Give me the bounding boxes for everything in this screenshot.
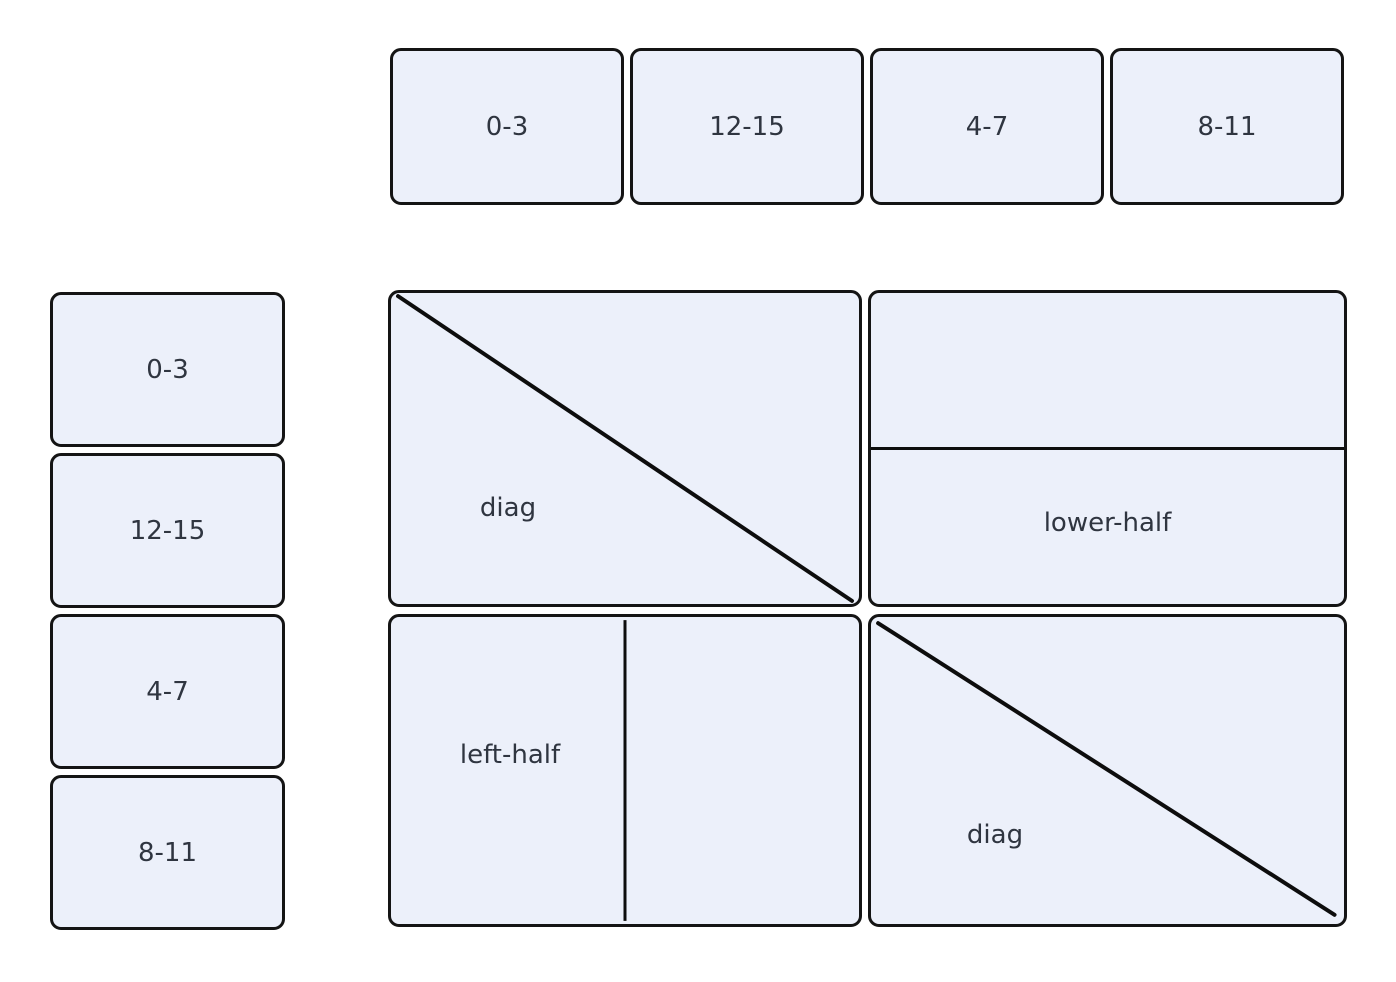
top-header-label: 4-7 [965,111,1009,142]
cell-label: lower-half [1043,508,1172,538]
vertical-split-line [623,620,627,921]
top-header-label: 8-11 [1197,111,1257,142]
top-header-block-1: 0-3 [390,48,624,205]
horizontal-split-line [871,447,1344,450]
top-header-label: 0-3 [485,111,529,142]
left-header-label: 4-7 [146,676,189,707]
top-header-block-4: 8-11 [1110,48,1344,205]
left-header-label: 12-15 [129,515,206,546]
grid-cell-bottom-right: diag [868,614,1347,927]
top-header-label: 12-15 [709,111,785,142]
left-header-block-3: 4-7 [50,614,285,769]
left-header-block-2: 12-15 [50,453,285,608]
left-header-label: 0-3 [146,354,189,385]
left-header-block-1: 0-3 [50,292,285,447]
left-header-block-4: 8-11 [50,775,285,930]
diagonal-line [396,294,854,603]
diagonal-line [876,621,1337,917]
left-header-label: 8-11 [137,837,197,868]
grid-cell-top-right: lower-half [868,290,1347,607]
cell-label: left-half [459,740,561,770]
top-header-block-2: 12-15 [630,48,864,205]
top-header-block-3: 4-7 [870,48,1104,205]
grid-cell-top-left: diag [388,290,862,607]
cell-label: diag [966,820,1024,850]
grid-cell-bottom-left: left-half [388,614,862,927]
cell-label: diag [479,493,537,523]
